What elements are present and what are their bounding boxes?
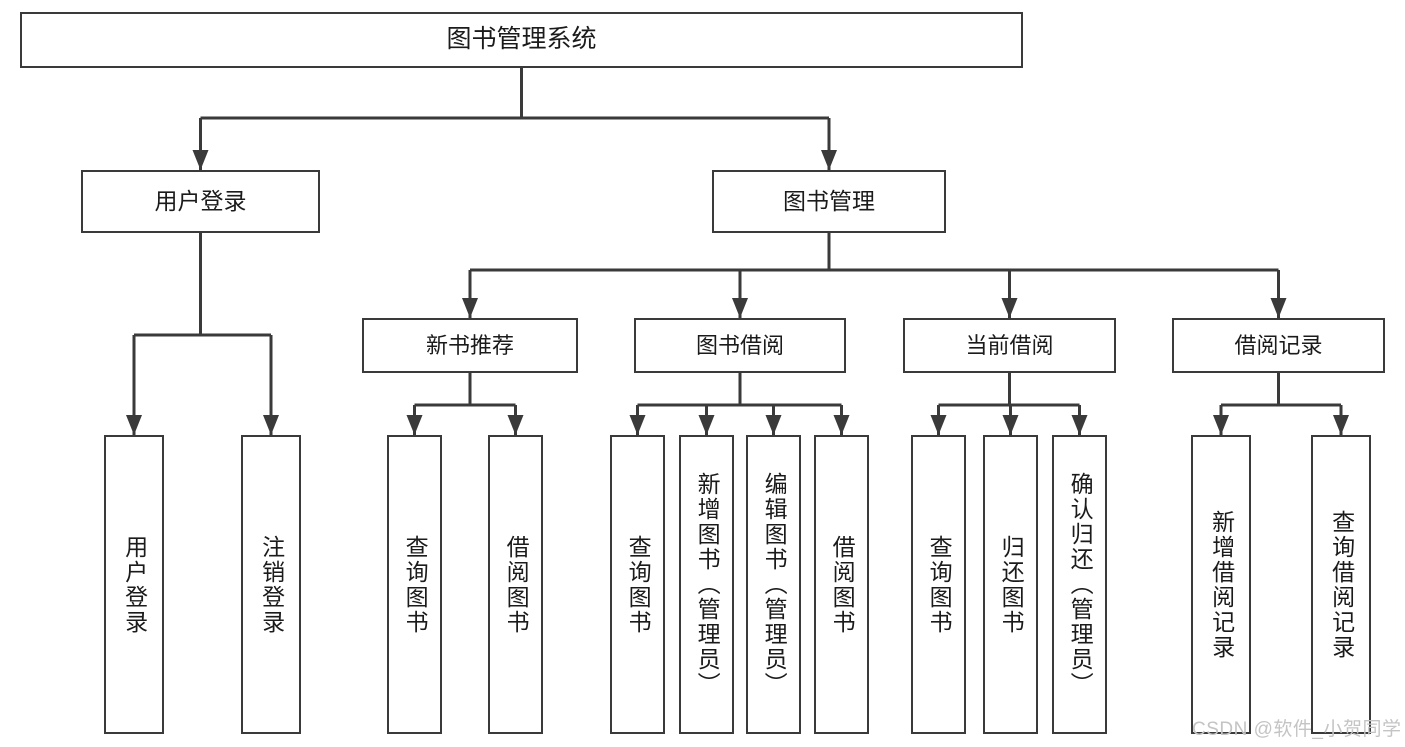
bookmgr-branch-arrowhead [1270,298,1287,318]
csdn-watermark: CSDN @软件_小贺同学 [1192,719,1402,740]
node-label: 查询图书 [402,534,429,635]
node-label: 查询图书 [926,534,953,635]
borrow-branch-arrowhead [629,415,646,435]
node-label: 图书管理 [783,187,875,214]
node-label: 图书管理系统 [446,25,597,54]
node-leaf-1: 用户登录 [104,435,164,734]
node-leaf-12: 新增借阅记录 [1191,435,1251,734]
node-label: 查询借阅记录 [1328,509,1355,660]
borrow-branch-arrowhead [698,415,715,435]
node-leaf-3: 查询图书 [387,435,442,734]
node-label: 确认归还（管理员） [1067,472,1094,697]
node-label: 当前借阅 [965,332,1054,358]
node-root: 图书管理系统 [20,12,1023,68]
node-label: 借阅图书 [829,534,856,635]
login-branch-arrowhead [263,415,279,435]
node-records: 借阅记录 [1172,318,1385,373]
node-leaf-7: 编辑图书（管理员） [746,435,801,734]
login-branch-arrowhead [126,415,142,435]
node-leaf-13: 查询借阅记录 [1311,435,1371,734]
node-leaf-9: 查询图书 [911,435,966,734]
newbook-branch-arrowhead [406,415,423,435]
borrow-branch-arrowhead [765,415,782,435]
current-branch-arrowhead [1071,415,1088,435]
root-branch-arrowhead [821,150,837,170]
node-leaf-10: 归还图书 [983,435,1038,734]
node-leaf-11: 确认归还（管理员） [1052,435,1107,734]
current-branch-arrowhead [1002,415,1019,435]
node-label: 用户登录 [121,534,148,635]
records-branch-arrowhead [1333,415,1349,435]
root-branch-arrowhead [192,150,209,170]
node-newbook: 新书推荐 [362,318,578,373]
node-current: 当前借阅 [903,318,1116,373]
records-branch-arrowhead [1213,415,1229,435]
node-login: 用户登录 [81,170,320,233]
node-label: 借阅图书 [503,534,530,635]
borrow-branch-arrowhead [833,415,850,435]
node-leaf-4: 借阅图书 [488,435,543,734]
node-label: 注销登录 [258,534,285,635]
node-leaf-6: 新增图书（管理员） [679,435,734,734]
node-label: 归还图书 [998,534,1025,635]
newbook-branch-arrowhead [507,415,524,435]
node-label: 新增借阅记录 [1208,509,1235,660]
node-borrow: 图书借阅 [634,318,846,373]
current-branch-arrowhead [930,415,947,435]
node-leaf-2: 注销登录 [241,435,301,734]
node-leaf-5: 查询图书 [610,435,665,734]
node-label: 编辑图书（管理员） [761,472,788,697]
node-label: 用户登录 [154,187,247,214]
node-label: 查询图书 [625,534,652,635]
node-label: 新书推荐 [425,332,514,358]
node-leaf-8: 借阅图书 [814,435,869,734]
bookmgr-branch-arrowhead [1001,298,1018,318]
node-label: 借阅记录 [1234,332,1323,358]
bookmgr-branch-arrowhead [732,298,748,318]
bookmgr-branch-arrowhead [462,298,478,318]
node-label: 图书借阅 [695,332,784,358]
node-label: 新增图书（管理员） [694,472,721,697]
node-bookmgr: 图书管理 [712,170,946,233]
